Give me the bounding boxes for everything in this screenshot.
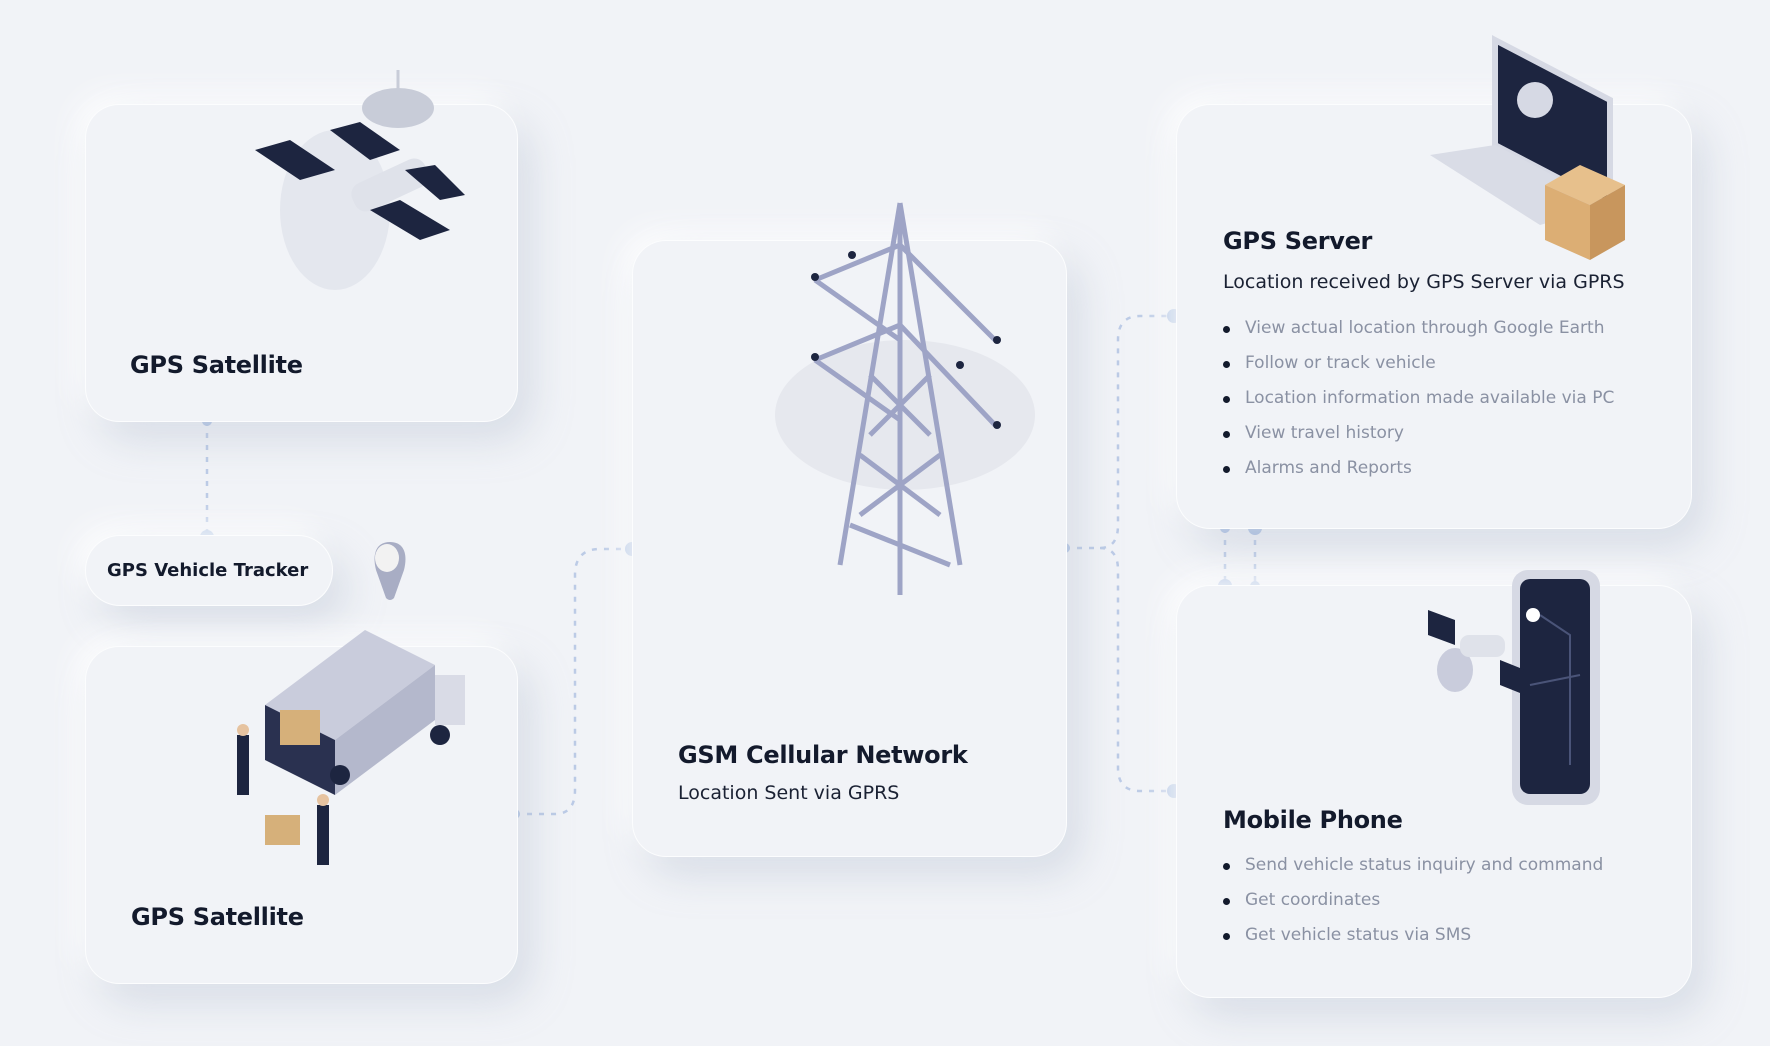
list-item: Location information made available via … (1223, 381, 1614, 416)
gps-vehicle-tracker-pill: GPS Vehicle Tracker (85, 535, 333, 606)
card-title: Mobile Phone (1223, 806, 1403, 834)
card-subtitle: Location Sent via GPRS (678, 782, 900, 804)
card-title: GPS Satellite (130, 351, 303, 379)
card-title: GPS Satellite (131, 903, 304, 931)
feature-list: Send vehicle status inquiry and command … (1223, 848, 1603, 953)
card-subtitle: Location received by GPS Server via GPRS (1223, 271, 1625, 293)
phone-map-illustration (1428, 570, 1600, 805)
card-title: GSM Cellular Network (678, 741, 968, 769)
tracker-label: GPS Vehicle Tracker (107, 560, 309, 581)
feature-list: View actual location through Google Eart… (1223, 311, 1614, 486)
card-title: GPS Server (1223, 227, 1373, 255)
list-item: View actual location through Google Eart… (1223, 311, 1614, 346)
cell-tower-illustration (775, 202, 1035, 595)
list-item: Alarms and Reports (1223, 451, 1614, 486)
gps-server-card: GPS Server Location received by GPS Serv… (1176, 104, 1692, 529)
gsm-network-card: GSM Cellular Network Location Sent via G… (632, 240, 1067, 857)
list-item: Send vehicle status inquiry and command (1223, 848, 1603, 883)
list-item: View travel history (1223, 416, 1614, 451)
laptop-package-illustration (1430, 35, 1625, 260)
list-item: Get coordinates (1223, 883, 1603, 918)
satellite-illustration (255, 70, 465, 290)
list-item: Follow or track vehicle (1223, 346, 1614, 381)
delivery-truck-illustration (237, 630, 465, 865)
list-item: Get vehicle status via SMS (1223, 918, 1603, 953)
tracker-device-icon (374, 542, 406, 600)
mobile-phone-card: Mobile Phone Send vehicle status inquiry… (1176, 585, 1692, 998)
